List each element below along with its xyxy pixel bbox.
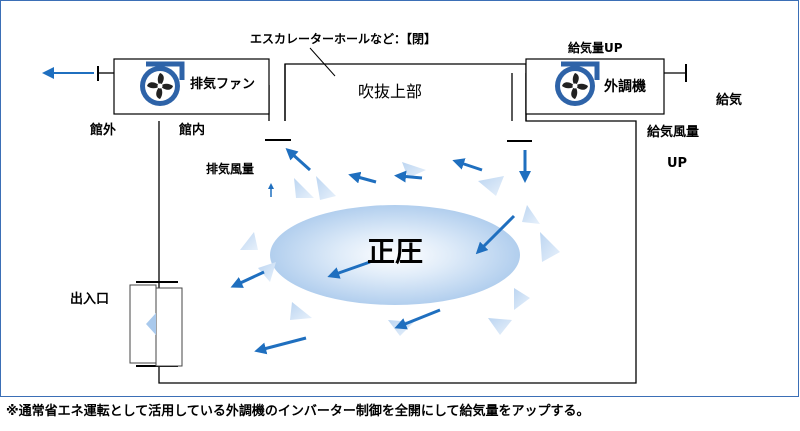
supply-up-label: 給気量UP [568,41,623,55]
up-label: UP [667,156,688,171]
positive-pressure-zone [270,205,520,305]
exhaust-fan-label: 排気ファン [190,77,256,92]
supply-flow-label: 給気風量 [647,125,700,140]
air-flow-arrows [230,147,531,355]
hall-note-leader [309,47,336,77]
ac-unit-label: 外調機 [604,79,646,95]
positive-pressure-label: 正圧 [367,235,424,268]
building-outline [158,63,637,384]
outside-label: 館外 [90,123,117,138]
pressure-triangles [240,162,560,336]
fan-icon-left [140,61,185,106]
atrium-label: 吹抜上部 [358,82,423,101]
footnote: ※通常省エネ運転として活用している外調機のインバーター制御を全開にして給気量をア… [6,404,590,419]
entrance-label: 出入口 [70,292,110,307]
diagram-frame [0,0,799,397]
hall-note-label: エスカレーターホールなど：【閉】 [250,32,437,46]
exhaust-fan-box [113,58,270,115]
fan-icon-right [555,61,600,106]
inside-label: 館内 [179,123,206,138]
supply-label: 給気 [716,93,743,108]
entrance-door [129,281,183,367]
exhaust-flow-label: 排気風量 [206,162,255,176]
